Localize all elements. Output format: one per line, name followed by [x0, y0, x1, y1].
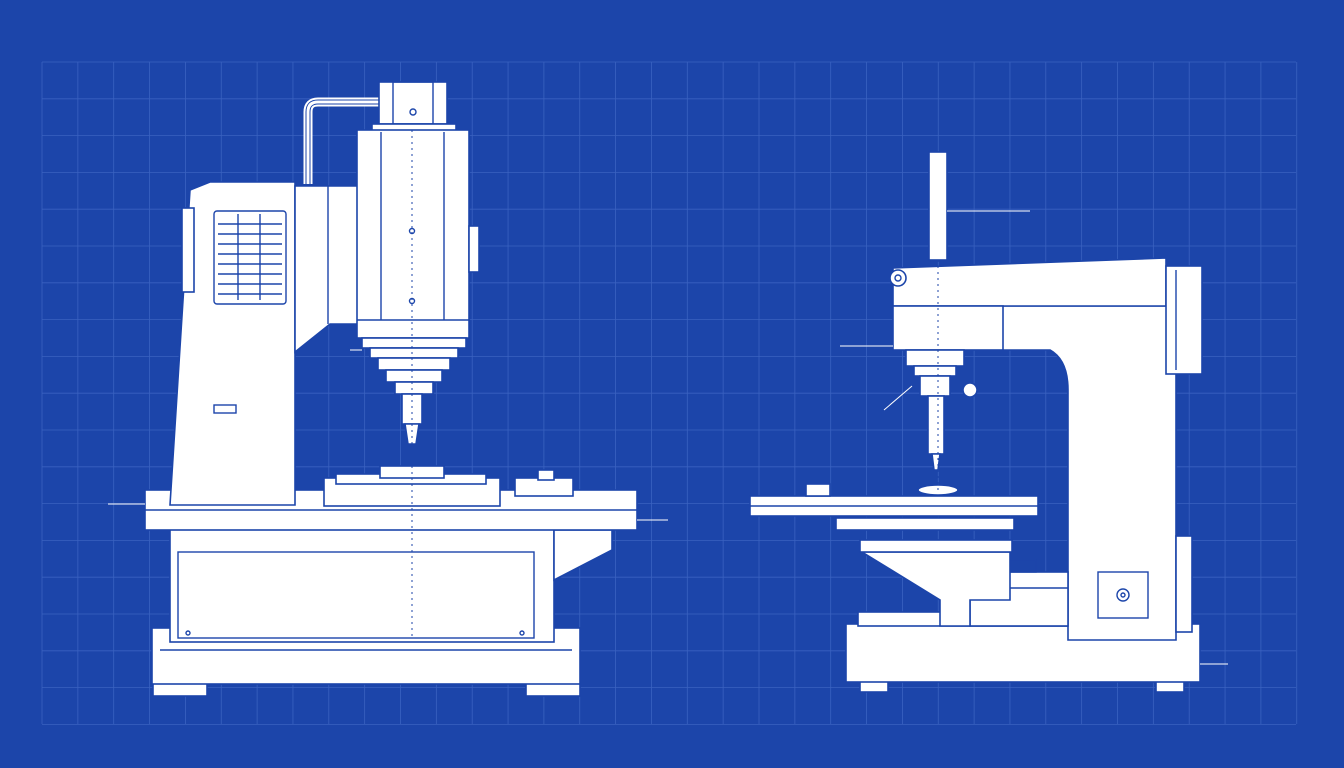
- motor: [378, 81, 448, 125]
- quill-rod: [928, 151, 948, 261]
- drill-press: [749, 151, 1228, 693]
- control-panel: [213, 210, 287, 305]
- cabinet: [169, 527, 555, 643]
- milling-machine: [108, 81, 668, 697]
- column: [999, 305, 1177, 641]
- spindle: [927, 395, 945, 455]
- cutter: [404, 423, 420, 445]
